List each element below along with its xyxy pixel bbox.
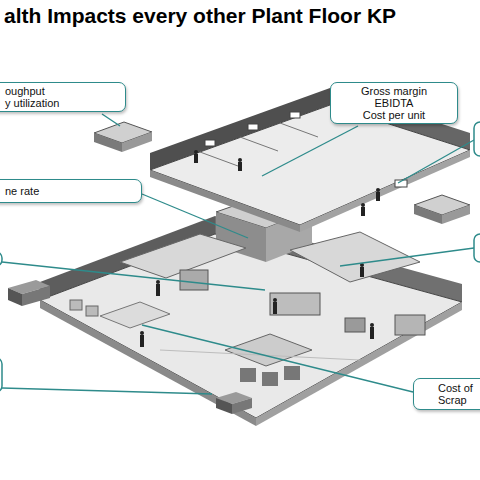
side-buildings [8, 122, 470, 414]
callout-text: Gross margin [335, 85, 453, 97]
workers [110, 150, 380, 347]
leader-lines [2, 114, 474, 394]
callout-box: ne rate [0, 179, 142, 203]
callout-text: EBIDTA [335, 97, 453, 109]
callout-text: Scrap [438, 394, 480, 406]
callout-text: y utilization [5, 97, 121, 109]
cut-callouts [0, 122, 480, 392]
callout-box: Cost ofScrap [413, 378, 480, 410]
callout-box: oughputy utilization [0, 82, 126, 112]
callout-text: oughput [5, 85, 121, 97]
callout-text: Cost per unit [335, 109, 453, 121]
callout-text: Cost of [438, 382, 480, 394]
callout-text: ne rate [5, 185, 137, 197]
callout-box: Gross marginEBIDTACost per unit [330, 82, 458, 124]
upper-floor [150, 88, 470, 232]
slide-title: alth Impacts every other Plant Floor KP [4, 4, 396, 28]
